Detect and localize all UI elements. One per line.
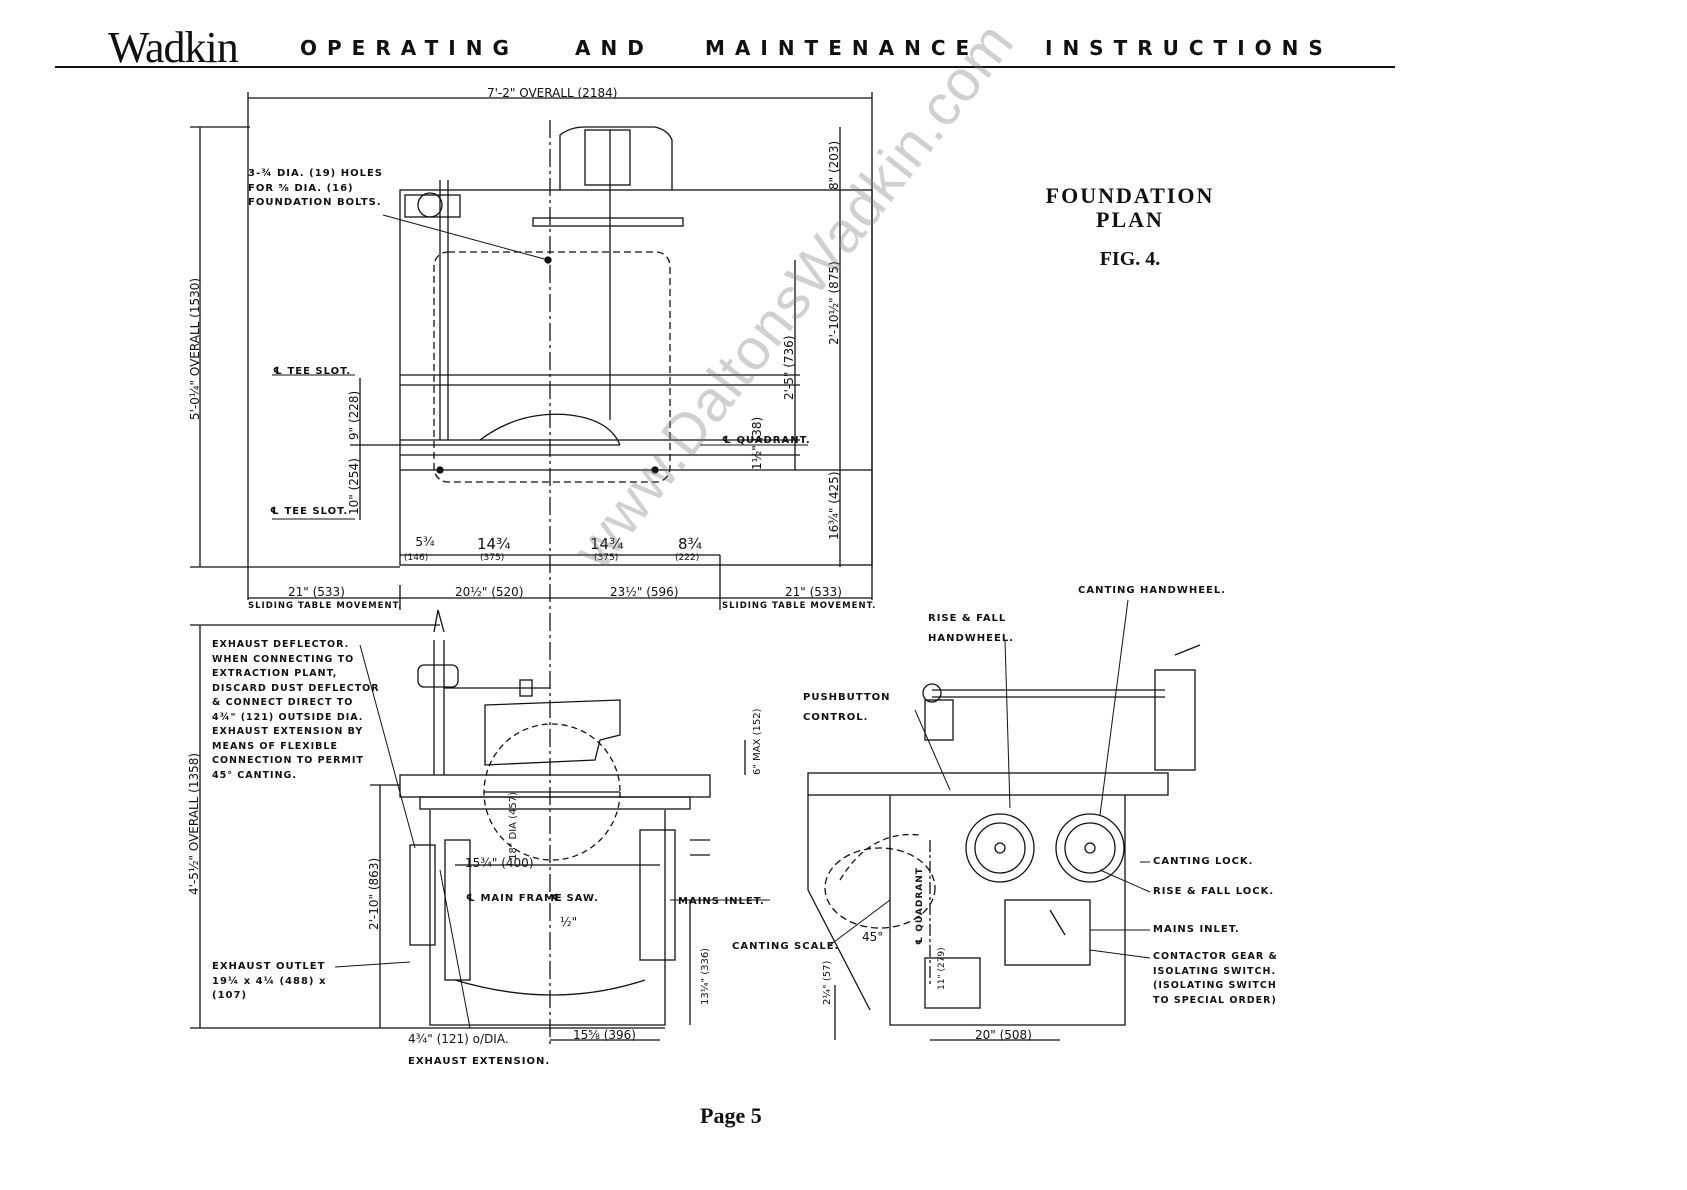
bottom-dim-2-mm: (375) xyxy=(594,553,619,563)
dim-13-1-4: 13¼" (336) xyxy=(700,947,711,1005)
rise-fall-line1: RISE & FALL xyxy=(928,613,1007,624)
side-mains-inlet: MAINS INLET. xyxy=(1153,924,1240,935)
side-elevation-drawing xyxy=(807,599,1201,1041)
figure-title-line2: PLAN xyxy=(1096,207,1164,232)
bottom-dim-1-mm: (375) xyxy=(480,553,505,563)
bottom-dim-3-val: 8¾ xyxy=(678,535,703,553)
page-number: Page 5 xyxy=(700,1103,762,1128)
canting-lock-label: CANTING LOCK. xyxy=(1153,856,1254,867)
rise-fall-line2: HANDWHEEL. xyxy=(928,633,1015,644)
dim-1-half: 1½" (38) xyxy=(750,416,764,470)
tee-slot-upper: ℄ TEE SLOT. xyxy=(273,366,352,377)
dim-2-10: 2'-10" (863) xyxy=(367,857,381,930)
bottom-dim-0-val: 5¾ xyxy=(415,535,435,549)
front-mains-inlet: MAINS INLET. xyxy=(678,896,765,907)
header-word-and: AND xyxy=(575,36,654,60)
dim-half-inch: ½" xyxy=(560,915,578,929)
movement-dim-2: 23½" (596) xyxy=(610,585,679,599)
front-overall-height: 4'-5½" OVERALL (1358) xyxy=(187,752,201,895)
figure-number: FIG. 4. xyxy=(1099,248,1161,270)
plan-overall-width: 7'-2" OVERALL (2184) xyxy=(487,86,618,100)
movement-note-3: SLIDING TABLE MOVEMENT. xyxy=(722,601,877,611)
dim-2-1-4: 2¼" (57) xyxy=(822,960,833,1005)
bottom-dim-3-mm: (222) xyxy=(675,553,700,563)
quadrant-label: ℄ QUADRANT. xyxy=(722,435,811,446)
dim-15-3-4: 15¾" (400) xyxy=(465,856,534,870)
dim-9-inch: 9" (228) xyxy=(347,390,361,440)
bottom-dim-1-val: 14¾ xyxy=(477,535,511,553)
contactor-note: CONTACTOR GEAR & ISOLATING SWITCH. (ISOL… xyxy=(1153,951,1278,1006)
exhaust-extension-label: EXHAUST EXTENSION. xyxy=(408,1056,551,1067)
dim-20-inch: 20" (508) xyxy=(975,1028,1032,1042)
header-word-operating: OPERATING xyxy=(300,36,519,60)
holes-note: 3-¾ DIA. (19) HOLES FOR ⅝ DIA. (16) FOUN… xyxy=(248,168,383,208)
movement-note-0: SLIDING TABLE MOVEMENT. xyxy=(248,601,403,611)
dim-15-5-8: 15⅝ (396) xyxy=(573,1028,636,1042)
saw-diameter: 18" DIA (457) xyxy=(508,791,519,860)
dim-6-max: 6" MAX (152) xyxy=(752,708,763,775)
movement-dim-1: 20½" (520) xyxy=(455,585,524,599)
deflector-note: EXHAUST DEFLECTOR. WHEN CONNECTING TO EX… xyxy=(212,639,380,781)
rise-fall-lock-label: RISE & FALL LOCK. xyxy=(1153,886,1275,897)
figure-title-line1: FOUNDATION xyxy=(1045,183,1215,208)
dim-16-3-4: 16¾" (425) xyxy=(827,471,841,540)
side-quadrant-label: ℄ QUADRANT xyxy=(915,867,925,945)
header-rule xyxy=(55,66,1395,68)
bottom-dim-2-val: 14¾ xyxy=(590,535,624,553)
exhaust-extension-size: 4¾" (121) o/DIA. xyxy=(408,1032,509,1046)
plan-view-drawing xyxy=(190,92,873,1045)
brand-logo-text: Wadkin xyxy=(108,23,239,72)
header-word-maintenance: MAINTENANCE xyxy=(705,36,980,60)
front-elevation-drawing xyxy=(190,609,770,1041)
angle-45: 45° xyxy=(862,930,884,944)
dim-11-inch: 11" (279) xyxy=(937,947,947,990)
pushbutton-line1: PUSHBUTTON xyxy=(803,692,891,703)
movement-dim-3: 21" (533) xyxy=(785,585,842,599)
canting-handwheel-label: CANTING HANDWHEEL. xyxy=(1078,585,1227,596)
exhaust-outlet: EXHAUST OUTLET 19¼ x 4¼ (488) x (107) xyxy=(212,961,327,1001)
plan-overall-depth: 5'-0¼" OVERALL (1530) xyxy=(188,277,202,420)
movement-dim-0: 21" (533) xyxy=(288,585,345,599)
header-word-instructions: INSTRUCTIONS xyxy=(1045,36,1333,60)
dim-10-inch: 10" (254) xyxy=(347,458,361,515)
canting-scale-label: CANTING SCALE. xyxy=(732,941,840,952)
bottom-dim-0-mm: (146) xyxy=(404,553,429,563)
saw-label: ℄ SAW. xyxy=(552,893,599,904)
tee-slot-lower: ℄ TEE SLOT. xyxy=(270,506,349,517)
main-frame-label: ℄ MAIN FRAME xyxy=(466,893,563,904)
pushbutton-line2: CONTROL. xyxy=(803,712,869,723)
